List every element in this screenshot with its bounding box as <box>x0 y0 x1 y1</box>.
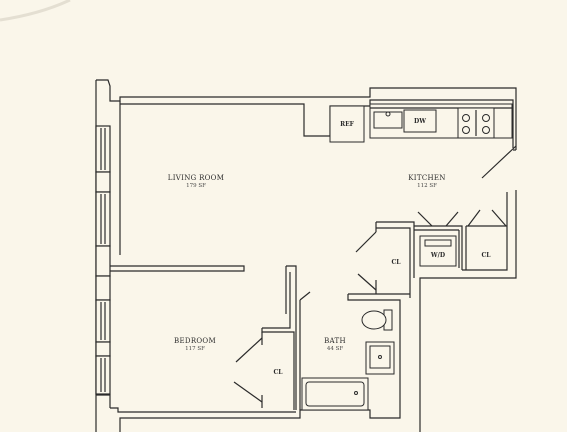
living-room-label: LIVING ROOM <box>168 174 224 182</box>
refrigerator <box>329 105 365 143</box>
door-swings <box>233 145 517 403</box>
kitchen-area: 112 SF <box>417 183 437 189</box>
toilet-icon <box>361 309 393 331</box>
interior-walls <box>110 221 507 410</box>
bathtub-icon <box>301 377 369 411</box>
sink-icon <box>373 111 403 129</box>
kitchen-label: KITCHEN <box>408 174 445 182</box>
decorative-arc <box>0 0 71 22</box>
washer-dryer <box>419 235 457 267</box>
dishwasher <box>403 109 437 133</box>
ref-label: REF <box>340 121 355 128</box>
bedroom-area: 117 SF <box>185 346 205 352</box>
living-room-area: 179 SF <box>186 183 206 189</box>
closet-label-bedroom: CL <box>274 369 284 376</box>
windows-left <box>95 125 111 395</box>
closet-label-right: CL <box>482 252 492 259</box>
wd-label: W/D <box>430 252 445 259</box>
closet-label-bath: CL <box>392 259 402 266</box>
bedroom-label: BEDROOM <box>174 337 216 345</box>
dw-label: DW <box>414 118 426 125</box>
bath-sink-icon <box>365 341 395 375</box>
bath-area: 44 SF <box>327 346 344 352</box>
stove-icon <box>457 107 495 139</box>
bath-label: BATH <box>324 337 346 345</box>
